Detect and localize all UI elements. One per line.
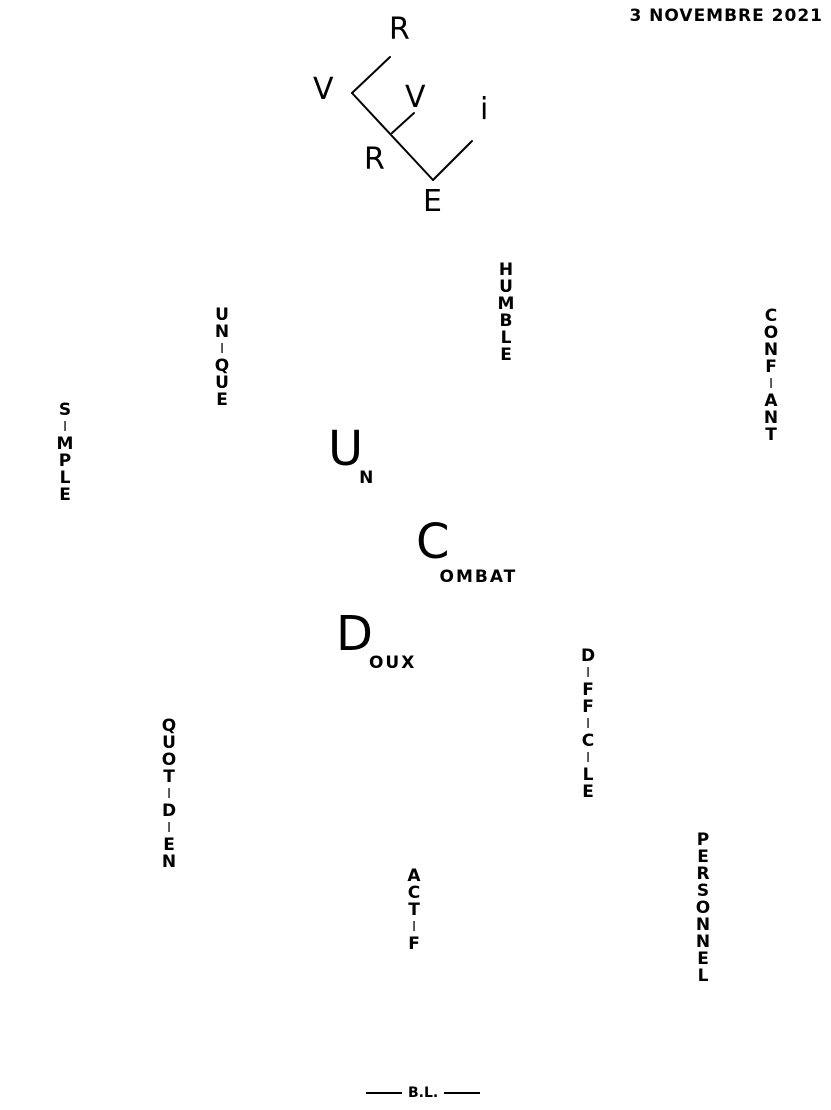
- vivre-lines: [351, 56, 473, 181]
- letter-v-left: V: [313, 72, 334, 107]
- signature: B.L.: [360, 1085, 486, 1101]
- date-label: 3 NOVEMBRE 2021: [629, 6, 823, 26]
- letter-v-mid: V: [405, 80, 426, 115]
- letter-i: i: [480, 92, 489, 127]
- vivre-diagram: R V V i R E: [300, 5, 490, 220]
- word-combat: COMBAT: [416, 514, 518, 587]
- letter-e-bottom: E: [423, 184, 442, 219]
- word-doux: DOUX: [336, 606, 417, 673]
- letter-r-top: R: [389, 12, 410, 47]
- word-un: UN: [328, 421, 376, 488]
- letter-r-mid: R: [364, 142, 385, 177]
